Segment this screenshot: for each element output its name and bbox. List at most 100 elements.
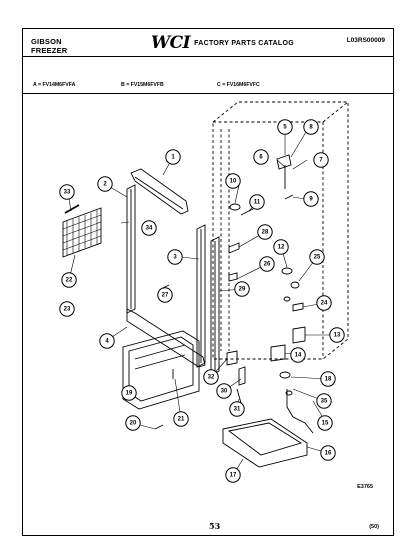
callout-circle bbox=[173, 411, 189, 427]
callout-circle bbox=[125, 415, 141, 431]
callout-20: 20 bbox=[125, 415, 141, 431]
callout-number: 1 bbox=[171, 154, 175, 160]
callout-16: 16 bbox=[320, 445, 336, 461]
callout-14: 14 bbox=[290, 347, 306, 363]
callout-circle bbox=[329, 327, 345, 343]
callout-27: 27 bbox=[157, 287, 173, 303]
callout-circle bbox=[225, 467, 241, 483]
brand-block: GIBSON FREEZER bbox=[31, 37, 67, 55]
callout-number: 10 bbox=[230, 178, 237, 184]
models-rule bbox=[23, 93, 393, 94]
callout-number: 19 bbox=[126, 390, 133, 396]
model-c: C = FV16M6FVFC bbox=[217, 82, 260, 88]
callout-circle bbox=[257, 224, 273, 240]
callout-7: 7 bbox=[313, 152, 329, 168]
gasket-right-rail bbox=[196, 224, 206, 368]
callout-number: 28 bbox=[262, 229, 269, 235]
callout-circle bbox=[309, 249, 325, 265]
callout-circle bbox=[316, 393, 332, 409]
callout-19: 19 bbox=[121, 385, 137, 401]
callout-circle bbox=[313, 152, 329, 168]
door-panel bbox=[122, 330, 200, 410]
callout-13: 13 bbox=[329, 327, 345, 343]
callout-21: 21 bbox=[173, 411, 189, 427]
header-rule bbox=[23, 56, 393, 57]
callout-6: 6 bbox=[253, 149, 269, 165]
model-a: A = FV14M6FVFA bbox=[33, 82, 76, 88]
callout-circle bbox=[303, 191, 319, 207]
gasket-bottom-rail bbox=[126, 308, 206, 368]
callout-2: 2 bbox=[97, 176, 113, 192]
callout-circle bbox=[141, 220, 157, 236]
callout-15: 15 bbox=[317, 415, 333, 431]
callout-33: 33 bbox=[59, 184, 75, 200]
callout-number: 33 bbox=[64, 189, 71, 195]
callout-number: 29 bbox=[239, 286, 246, 292]
grille bbox=[62, 207, 102, 258]
callout-number: 20 bbox=[130, 420, 137, 426]
callout-circle bbox=[157, 287, 173, 303]
callout-number: 18 bbox=[325, 376, 332, 382]
callout-circle bbox=[216, 383, 232, 399]
callout-24: 24 bbox=[316, 295, 332, 311]
page-number: 53 bbox=[209, 521, 221, 531]
callout-number: 14 bbox=[295, 352, 302, 358]
callout-9: 9 bbox=[303, 191, 319, 207]
callout-23: 23 bbox=[59, 301, 75, 317]
callout-circle bbox=[225, 173, 241, 189]
callout-number: 21 bbox=[178, 416, 185, 422]
callout-circle bbox=[59, 184, 75, 200]
callout-number: 2 bbox=[103, 181, 107, 187]
callout-8: 8 bbox=[303, 119, 319, 135]
callout-number: 27 bbox=[162, 292, 169, 298]
exploded-parts-diagram: 1234567891011121314151617181920212223242… bbox=[59, 101, 349, 483]
hinge-bracket bbox=[292, 326, 306, 344]
callout-circle bbox=[253, 149, 269, 165]
drain-tube bbox=[286, 389, 314, 434]
callout-10: 10 bbox=[225, 173, 241, 189]
callout-number: 4 bbox=[105, 338, 109, 344]
callout-number: 24 bbox=[321, 300, 328, 306]
callout-number: 13 bbox=[334, 332, 341, 338]
callout-3: 3 bbox=[167, 249, 183, 265]
callout-22: 22 bbox=[61, 272, 77, 288]
callout-number: 17 bbox=[230, 472, 237, 478]
revision-code: (50) bbox=[369, 524, 379, 530]
callout-35: 35 bbox=[316, 393, 332, 409]
leader-lines bbox=[67, 126, 337, 476]
callout-number: 32 bbox=[208, 374, 215, 380]
callout-circle bbox=[273, 239, 289, 255]
callout-circle bbox=[229, 401, 245, 417]
callout-number: 5 bbox=[283, 124, 287, 130]
top-hinge bbox=[276, 154, 292, 170]
callout-17: 17 bbox=[225, 467, 241, 483]
callout-18: 18 bbox=[320, 371, 336, 387]
callout-11: 11 bbox=[249, 194, 265, 210]
callout-circle bbox=[259, 256, 275, 272]
callout-circle bbox=[234, 281, 250, 297]
callout-circle bbox=[320, 445, 336, 461]
callout-circle bbox=[165, 149, 181, 165]
callout-34: 34 bbox=[141, 220, 157, 236]
callout-number: 23 bbox=[64, 306, 71, 312]
callout-number: 7 bbox=[319, 157, 323, 163]
callout-number: 25 bbox=[314, 254, 321, 260]
callout-29: 29 bbox=[234, 281, 250, 297]
callout-30: 30 bbox=[216, 383, 232, 399]
callout-number: 26 bbox=[264, 261, 271, 267]
cabinet-outline bbox=[212, 101, 349, 360]
catalog-title: FACTORY PARTS CATALOG bbox=[194, 39, 294, 47]
gasket-top-rail bbox=[130, 168, 189, 215]
callout-31: 31 bbox=[229, 401, 245, 417]
drain-pan bbox=[222, 418, 308, 468]
brand-name: GIBSON bbox=[31, 37, 62, 46]
model-b: B = FV15M6FVFB bbox=[121, 82, 164, 88]
callout-25: 25 bbox=[309, 249, 325, 265]
callout-32: 32 bbox=[203, 369, 219, 385]
callout-circle bbox=[99, 333, 115, 349]
callout-circle bbox=[290, 347, 306, 363]
callout-26: 26 bbox=[259, 256, 275, 272]
callout-circle bbox=[317, 415, 333, 431]
callout-circle bbox=[167, 249, 183, 265]
